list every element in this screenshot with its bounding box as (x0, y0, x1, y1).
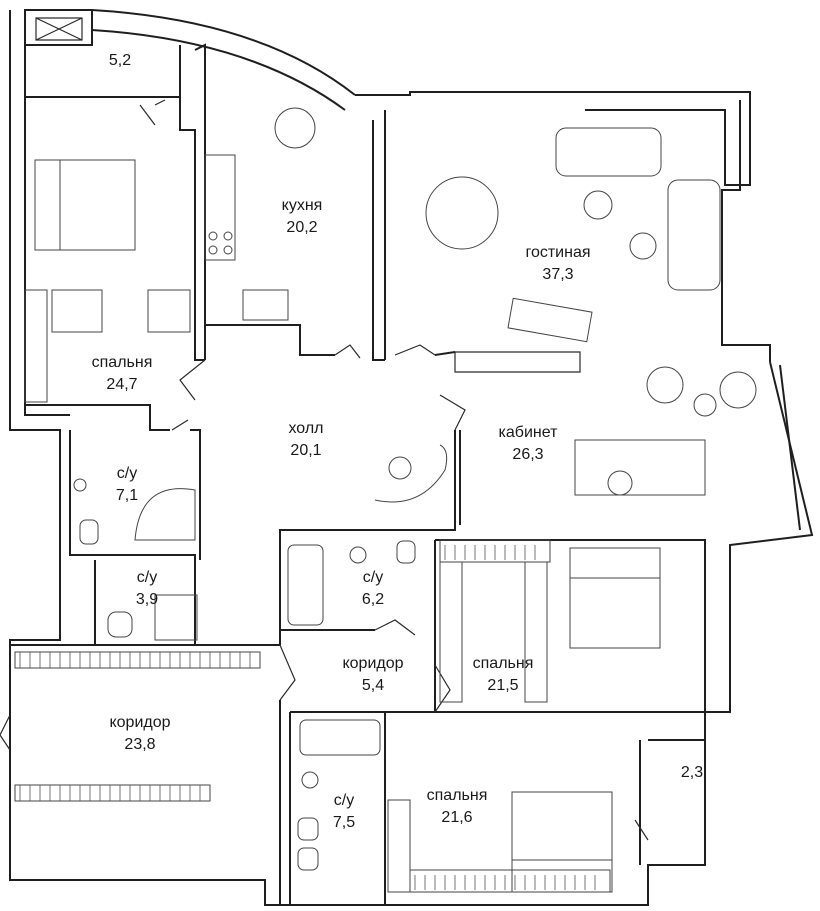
room-label-corridor1-area: 5,4 (362, 677, 384, 694)
furniture (34, 107, 757, 893)
room-label-bath4-area: 7,5 (333, 814, 355, 831)
room-label-bath1-area: 7,1 (116, 487, 138, 504)
room-label-bedroom2-name: спальня (473, 655, 534, 672)
room-label-living-name: гостиная (525, 244, 590, 261)
room-label-bath2-area: 3,9 (136, 591, 158, 608)
room-label-bedroom1-area: 24,7 (106, 376, 137, 393)
room-label-bath2-name: с/у (137, 569, 157, 586)
room-label-bedroom3-name: спальня (427, 787, 488, 804)
room-label-hall-area: 20,1 (290, 442, 321, 459)
room-label-bedroom1-name: спальня (92, 354, 153, 371)
room-label-bedroom2-area: 21,5 (487, 677, 518, 694)
doors (0, 99, 649, 841)
room-label-hall-name: холл (288, 420, 323, 437)
room-label-corridor1-name: коридор (342, 655, 403, 672)
wardrobes (14, 289, 611, 893)
room-label-bath3-name: с/у (363, 569, 383, 586)
room-labels: 5,2 кухня 20,2 гостиная 37,3 спальня 24,… (92, 52, 704, 831)
room-label-corridor2-name: коридор (109, 714, 170, 731)
room-label-bedroom3-area: 21,6 (441, 809, 472, 826)
room-label-balcony-area: 5,2 (109, 52, 131, 69)
room-label-kitchen-area: 20,2 (286, 219, 317, 236)
interior-walls (10, 43, 706, 905)
room-label-bath1-name: с/у (117, 465, 137, 482)
room-label-corridor2-area: 23,8 (124, 736, 155, 753)
room-label-study-name: кабинет (499, 424, 559, 441)
room-label-storage-area: 2,3 (681, 764, 703, 781)
room-label-bath4-name: с/у (334, 792, 354, 809)
room-label-bath3-area: 6,2 (362, 591, 384, 608)
outer-walls (9, 9, 814, 906)
room-label-study-area: 26,3 (512, 446, 543, 463)
room-label-living-area: 37,3 (542, 266, 573, 283)
room-label-kitchen-name: кухня (282, 197, 323, 214)
